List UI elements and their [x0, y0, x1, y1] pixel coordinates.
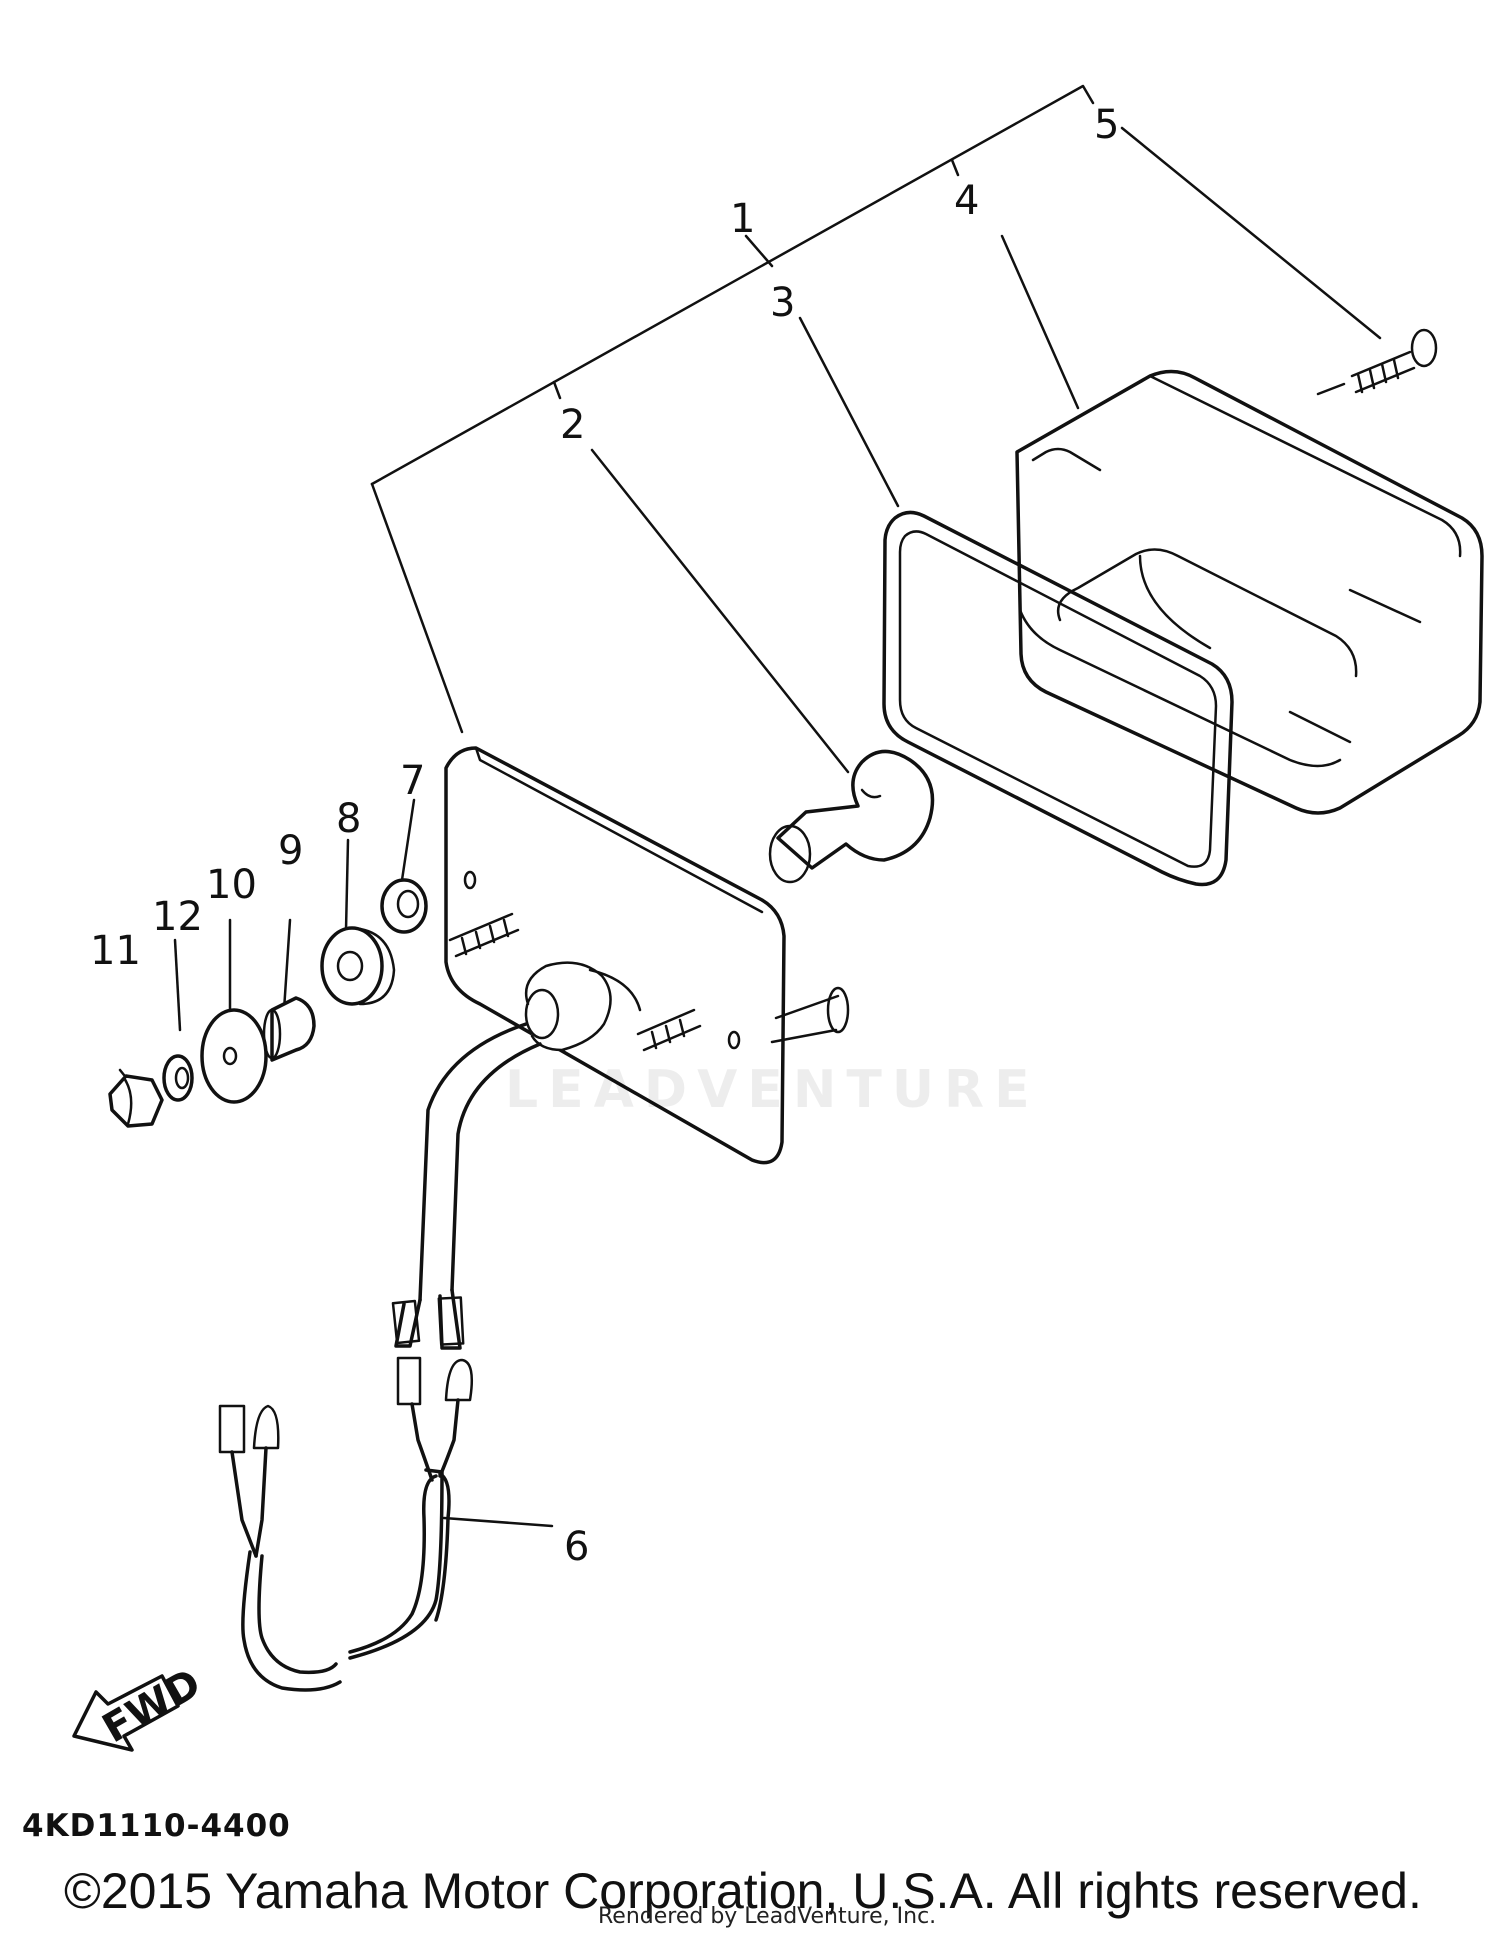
label-part-7: 7 — [400, 758, 425, 804]
fwd-label: FWD — [95, 1660, 209, 1752]
label-part-5: 5 — [1094, 102, 1119, 148]
washer-7 — [380, 878, 428, 934]
nut-11 — [108, 1074, 164, 1128]
watermark: LEADVENTURE — [505, 1060, 1040, 1120]
label-part-2: 2 — [560, 402, 585, 448]
assembly-brackets — [370, 84, 1095, 734]
plate-washer-10 — [200, 1008, 268, 1104]
copyright-notice: ©2015 Yamaha Motor Corporation, U.S.A. A… — [64, 1863, 1422, 1919]
collar-9 — [262, 996, 316, 1062]
base-plate — [444, 746, 850, 1165]
label-part-10: 10 — [206, 862, 257, 908]
label-part-1: 1 — [730, 196, 755, 242]
lens-housing — [1015, 369, 1484, 815]
bulb — [768, 749, 935, 884]
label-part-9: 9 — [278, 828, 303, 874]
label-part-12: 12 — [152, 894, 203, 940]
label-part-8: 8 — [336, 796, 361, 842]
label-part-11: 11 — [90, 928, 141, 974]
label-part-3: 3 — [770, 280, 795, 326]
rendered-by-credit: Rendered by LeadVenture, Inc. — [598, 1904, 937, 1929]
fwd-arrow-icon: FWD — [72, 1660, 209, 1752]
spring-washer-12 — [162, 1054, 194, 1102]
grommet-8 — [320, 926, 396, 1006]
label-part-6: 6 — [564, 1524, 589, 1570]
wire-harness — [218, 1022, 542, 1692]
label-part-4: 4 — [954, 178, 979, 224]
diagram-code: 4KD1110-4400 — [22, 1808, 291, 1844]
leader-lines — [118, 126, 1382, 1528]
screw-5 — [1316, 328, 1438, 396]
gasket — [882, 510, 1234, 887]
